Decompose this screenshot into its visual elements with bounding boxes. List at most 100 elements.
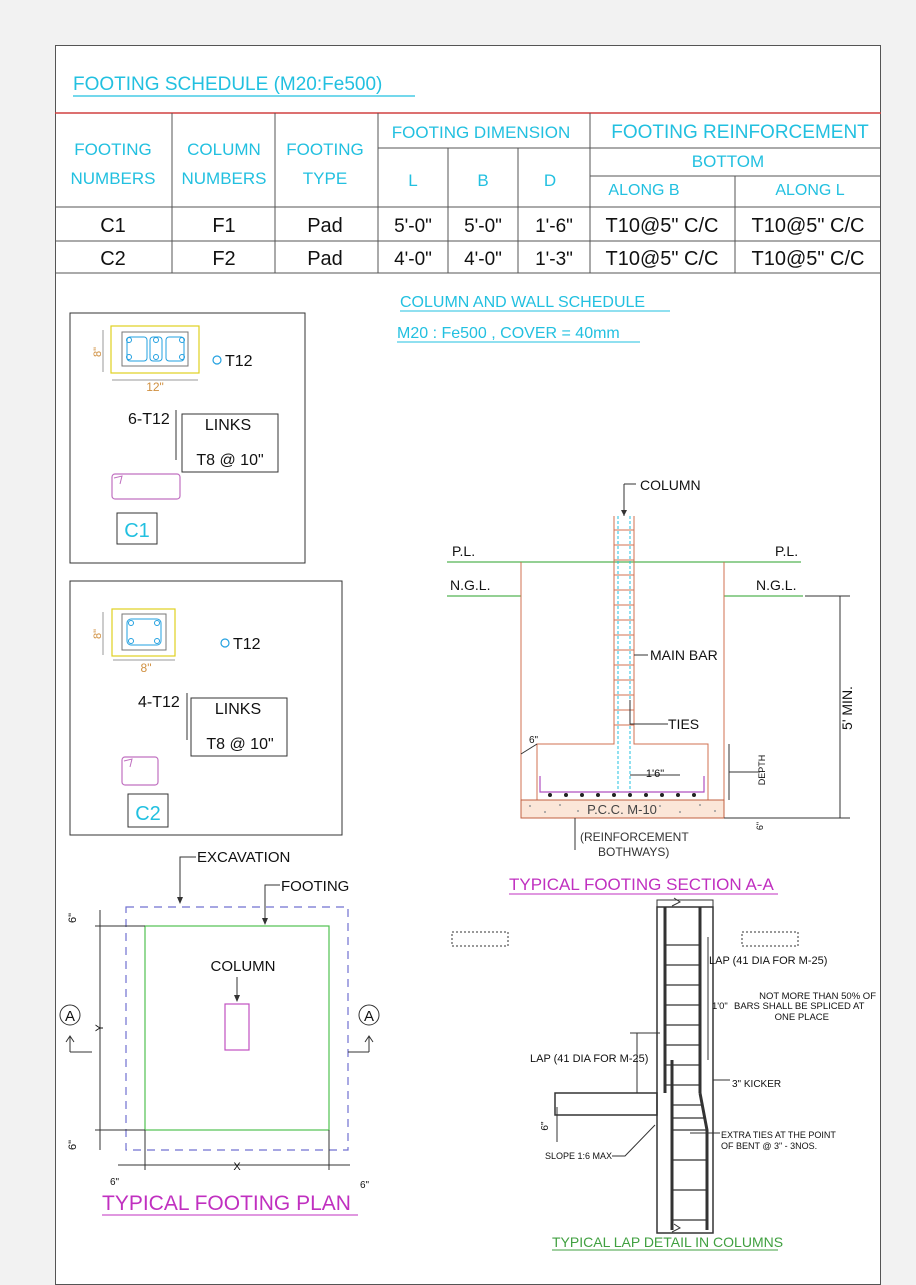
ties-label: TIES: [668, 716, 699, 732]
cell-column: F2: [212, 248, 235, 270]
header-footing-numbers-1: FOOTING: [74, 140, 151, 159]
c2-bar: T12: [233, 636, 261, 653]
kicker-label: 3" KICKER: [732, 1079, 781, 1090]
header-footing-numbers-2: NUMBERS: [70, 169, 155, 188]
ngl-left: N.G.L.: [450, 577, 490, 593]
header-footing-dimension: FOOTING DIMENSION: [392, 123, 571, 142]
lap-right-label: LAP (41 DIA FOR M-25): [709, 955, 827, 967]
section-marker-icon: [59, 1004, 81, 1026]
section-marker-icon: [358, 1004, 380, 1026]
header-l: L: [408, 171, 417, 190]
header-footing-reinforcement: FOOTING REINFORCEMENT: [611, 122, 869, 143]
plan-title: TYPICAL FOOTING PLAN: [102, 1192, 351, 1215]
cell-l: 4'-0": [394, 249, 432, 270]
reinf-note-2: BOTHWAYS): [598, 845, 669, 859]
footing-section: P.L. P.L. N.G.L. N.G.L. COLUMN: [447, 477, 855, 895]
c2-tag: C2: [135, 803, 161, 825]
cell-along-l: T10@5" C/C: [752, 248, 865, 270]
bar-circle-icon: [212, 355, 222, 365]
section-dim-6b: 6": [755, 822, 765, 830]
c1-links-spacing: T8 @ 10": [196, 452, 263, 469]
cell-b: 4'-0": [464, 249, 502, 270]
cell-footing: C2: [100, 248, 126, 270]
cell-d: 1'-6": [535, 216, 573, 237]
note-3: ONE PLACE: [775, 1012, 829, 1023]
marker-left: A: [65, 1008, 75, 1025]
plan-dim-6-top: 6": [67, 913, 79, 923]
plan-dim-y: Y: [94, 1024, 106, 1032]
plan-column-label: COLUMN: [210, 958, 275, 975]
ngl-right: N.G.L.: [756, 577, 796, 593]
drawing-sheet: [55, 45, 881, 1285]
lap-dim-6: 6": [540, 1121, 551, 1131]
table-row: C1 F1 Pad 5'-0" 5'-0" 1'-6" T10@5" C/C T…: [100, 215, 864, 237]
note-2: BARS SHALL BE SPLICED AT: [734, 1001, 865, 1012]
schedule-title: FOOTING SCHEDULE (M20:Fe500): [73, 74, 382, 95]
column-c1-detail: 8" 12" T12 6-T12 LINKS T8 @ 10" C1: [69, 312, 306, 564]
plan-dim-x: X: [233, 1161, 241, 1173]
c1-dim-v: 8": [92, 347, 104, 357]
marker-right: A: [364, 1008, 374, 1025]
table-row: C2 F2 Pad 4'-0" 4'-0" 1'-3" T10@5" C/C T…: [100, 248, 864, 270]
footing-schedule-table: [55, 112, 881, 274]
reinf-note-1: (REINFORCEMENT: [580, 830, 689, 844]
depth-label: DEPTH: [757, 755, 767, 786]
header-column-numbers-1: COLUMN: [187, 140, 261, 159]
section-dim-16: 1'6": [646, 768, 664, 780]
c1-dim-h: 12": [146, 380, 164, 394]
cell-b: 5'-0": [464, 216, 502, 237]
column-schedule-title: COLUMN AND WALL SCHEDULE: [400, 294, 645, 311]
section-title: TYPICAL FOOTING SECTION A-A: [509, 875, 774, 894]
footing-plan: COLUMN EXCAVATION FOOTING 6" 6" Y X 6" 6…: [59, 849, 380, 1216]
note-dim: 1'0": [712, 1001, 728, 1012]
lap-detail: LAP (41 DIA FOR M-25) NOT MORE THAN 50% …: [451, 897, 876, 1251]
bar-circle-icon: [220, 638, 230, 648]
c2-main: 4-T12: [138, 694, 180, 711]
cell-column: F1: [212, 215, 235, 237]
cell-l: 5'-0": [394, 216, 432, 237]
c1-bar: T12: [225, 353, 253, 370]
c1-links: LINKS: [205, 417, 251, 434]
plan-dim-6-left: 6": [110, 1177, 120, 1188]
cell-footing: C1: [100, 215, 126, 237]
header-footing-type-2: TYPE: [303, 169, 347, 188]
lap-left-label: LAP (41 DIA FOR M-25): [530, 1053, 648, 1065]
plan-dim-6-right: 6": [360, 1180, 370, 1191]
extra-ties-2: OF BENT @ 3" - 3NOS.: [721, 1141, 817, 1151]
column-schedule-subtitle: M20 : Fe500 , COVER = 40mm: [397, 325, 620, 342]
header-bottom: BOTTOM: [692, 152, 764, 171]
plan-footing-label: FOOTING: [281, 878, 349, 895]
column-c2-detail: 8" 8" T12 4-T12 LINKS T8 @ 10" C2: [69, 580, 343, 836]
pl-left: P.L.: [452, 543, 475, 559]
c2-links: LINKS: [215, 701, 261, 718]
link-shape-icon: [111, 473, 181, 500]
header-along-l: ALONG L: [775, 182, 844, 199]
c2-dim-h: 8": [141, 661, 152, 675]
pl-right: P.L.: [775, 543, 798, 559]
c2-dim-v: 8": [92, 629, 104, 639]
header-d: D: [544, 171, 556, 190]
section-dim-6: 6": [529, 735, 539, 746]
header-along-b: ALONG B: [608, 182, 679, 199]
cell-type: Pad: [307, 248, 343, 270]
main-bar-label: MAIN BAR: [650, 647, 718, 663]
header-footing-type-1: FOOTING: [286, 140, 363, 159]
excavation-label: EXCAVATION: [197, 849, 290, 866]
cell-along-b: T10@5" C/C: [606, 215, 719, 237]
note-1: NOT MORE THAN 50% OF: [759, 991, 876, 1002]
extra-ties-1: EXTRA TIES AT THE POINT: [721, 1130, 836, 1140]
rebar-dots: [548, 793, 696, 797]
c1-main: 6-T12: [128, 411, 170, 428]
section-column-label: COLUMN: [640, 477, 701, 493]
c2-links-spacing: T8 @ 10": [206, 736, 273, 753]
pcc-label: P.C.C. M-10: [587, 802, 657, 817]
c1-tag: C1: [124, 520, 150, 542]
header-column-numbers-2: NUMBERS: [181, 169, 266, 188]
link-shape-icon: [121, 756, 159, 786]
cell-along-b: T10@5" C/C: [606, 248, 719, 270]
header-b: B: [477, 171, 488, 190]
lap-title: TYPICAL LAP DETAIL IN COLUMNS: [552, 1234, 783, 1250]
cell-d: 1'-3": [535, 249, 573, 270]
min-label: 5' MIN.: [839, 686, 855, 730]
